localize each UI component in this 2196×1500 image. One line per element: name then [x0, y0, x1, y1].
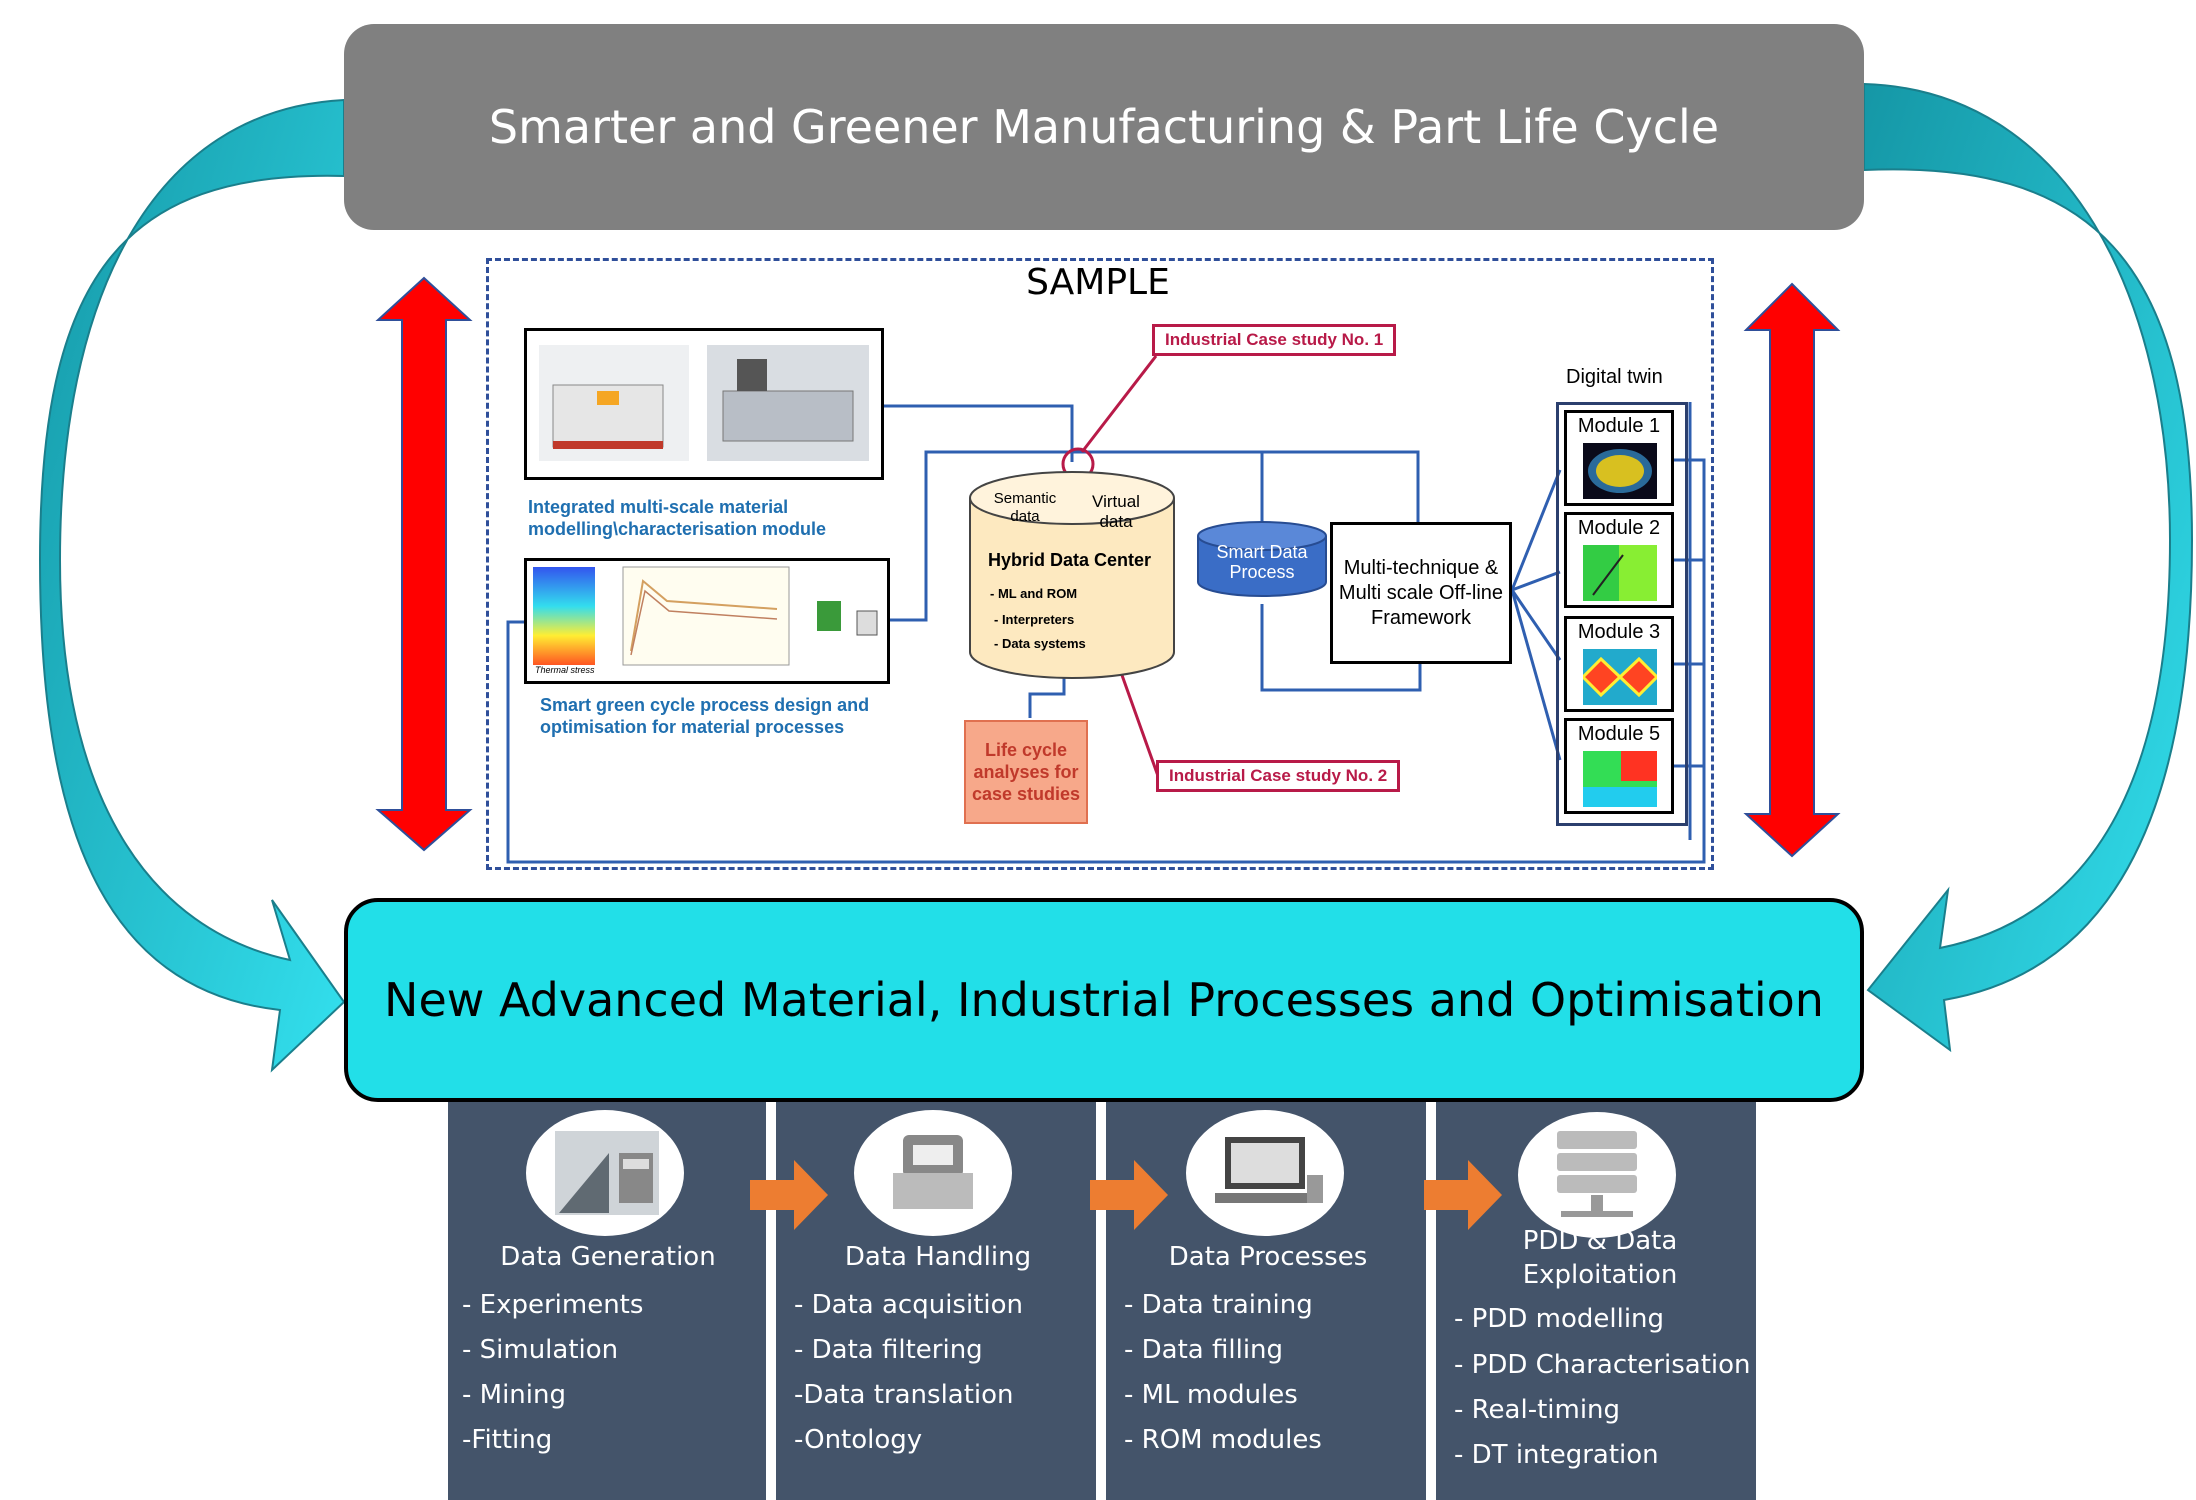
module-3-image	[1583, 649, 1657, 705]
virtual-data-label: Virtual data	[1092, 492, 1140, 531]
data-center-item: - Interpreters	[994, 612, 1075, 627]
case-study-2-label: Industrial Case study No. 2	[1156, 760, 1401, 792]
digital-twin-title: Digital twin	[1566, 366, 1663, 388]
main-banner-title: New Advanced Material, Industrial Proces…	[384, 973, 1824, 1027]
computer-icon	[1186, 1110, 1344, 1236]
column-item: - Real-timing	[1454, 1395, 1621, 1425]
semantic-data-label: Semantic data	[993, 490, 1057, 525]
data-center-item: - Data systems	[994, 636, 1086, 651]
characterisation-caption: Integrated multi-scale material modellin…	[528, 497, 827, 539]
column-item: - PDD modelling	[1454, 1304, 1665, 1334]
column-item: - Experiments	[462, 1290, 644, 1320]
column-title-data-handling: Data Handling	[844, 1242, 1032, 1272]
column-separator	[766, 1102, 776, 1500]
hybrid-data-center-title: Hybrid Data Center	[988, 550, 1152, 570]
column-separator	[1096, 1102, 1106, 1500]
module-5-card: Module 5	[1564, 718, 1674, 814]
top-banner: Smarter and Greener Manufacturing & Part…	[344, 24, 1864, 230]
hybrid-data-center-cylinder	[969, 471, 1175, 679]
multi-technique-label: Multi-technique & Multi scale Off-line F…	[1338, 556, 1504, 629]
life-cycle-label: Life cycle analyses for case studies	[971, 740, 1081, 804]
column-title-pdd-exploitation: PDD & Data Exploitation	[1522, 1226, 1678, 1290]
thermal-stress-label: Thermal stress	[535, 665, 595, 675]
process-simulation-image	[533, 566, 878, 666]
module-label: Module 2	[1577, 517, 1661, 539]
column-title-data-processes: Data Processes	[1168, 1242, 1368, 1272]
column-title-data-generation: Data Generation	[500, 1242, 716, 1272]
column-item: - Data filtering	[794, 1335, 983, 1365]
smart-data-process-cylinder	[1197, 521, 1327, 597]
left-cycle-arrow	[38, 98, 346, 1073]
column-item: -Data translation	[794, 1380, 1014, 1410]
lab-equipment-photo	[524, 328, 884, 480]
column-item: - PDD Characterisation	[1454, 1350, 1751, 1380]
column-item: - Simulation	[462, 1335, 619, 1365]
left-red-double-arrow	[375, 276, 473, 852]
multi-technique-box: Multi-technique & Multi scale Off-line F…	[1330, 522, 1512, 664]
column-item: -Fitting	[462, 1425, 553, 1455]
column-item: - ML modules	[1124, 1380, 1298, 1410]
column-item: - Data training	[1124, 1290, 1313, 1320]
top-banner-title: Smarter and Greener Manufacturing & Part…	[488, 100, 1720, 154]
lab-equipment-image	[539, 345, 869, 461]
module-label: Module 1	[1577, 415, 1661, 437]
column-item: - ROM modules	[1124, 1425, 1322, 1455]
module-1-card: Module 1	[1564, 410, 1674, 506]
module-label: Module 5	[1577, 723, 1661, 745]
module-3-card: Module 3	[1564, 616, 1674, 712]
column-item: -Ontology	[794, 1425, 923, 1455]
case-study-1-label: Industrial Case study No. 1	[1152, 324, 1397, 356]
column-item: - Data acquisition	[794, 1290, 1023, 1320]
sample-frame	[486, 258, 1714, 870]
smart-data-process-label: Smart Data Process	[1216, 542, 1308, 582]
digital-twin-frame	[1556, 402, 1688, 826]
sample-title: SAMPLE	[1026, 262, 1170, 303]
module-2-card: Module 2	[1564, 512, 1674, 608]
life-cycle-box: Life cycle analyses for case studies	[964, 720, 1088, 824]
column-separator	[1426, 1102, 1436, 1500]
module-2-image	[1583, 545, 1657, 601]
column-item: - DT integration	[1454, 1440, 1659, 1470]
module-1-image	[1583, 443, 1657, 499]
module-5-image	[1583, 751, 1657, 807]
drafting-tools-icon	[526, 1110, 684, 1236]
connector-lines	[506, 402, 1706, 864]
orange-arrow	[1424, 1160, 1502, 1230]
data-center-item: - ML and ROM	[990, 586, 1078, 601]
data-handling-icon	[854, 1110, 1012, 1236]
orange-arrow	[750, 1160, 828, 1230]
orange-arrow	[1090, 1160, 1168, 1230]
server-icon	[1518, 1112, 1676, 1238]
module-label: Module 3	[1577, 621, 1661, 643]
right-red-double-arrow	[1743, 282, 1841, 858]
right-cycle-arrow	[1863, 82, 2194, 1053]
process-simulation-panel: Thermal stress	[524, 558, 890, 684]
column-item: - Data filling	[1124, 1335, 1284, 1365]
main-banner: New Advanced Material, Industrial Proces…	[344, 898, 1864, 1102]
column-item: - Mining	[462, 1380, 566, 1410]
process-caption: Smart green cycle process design and opt…	[540, 695, 870, 737]
